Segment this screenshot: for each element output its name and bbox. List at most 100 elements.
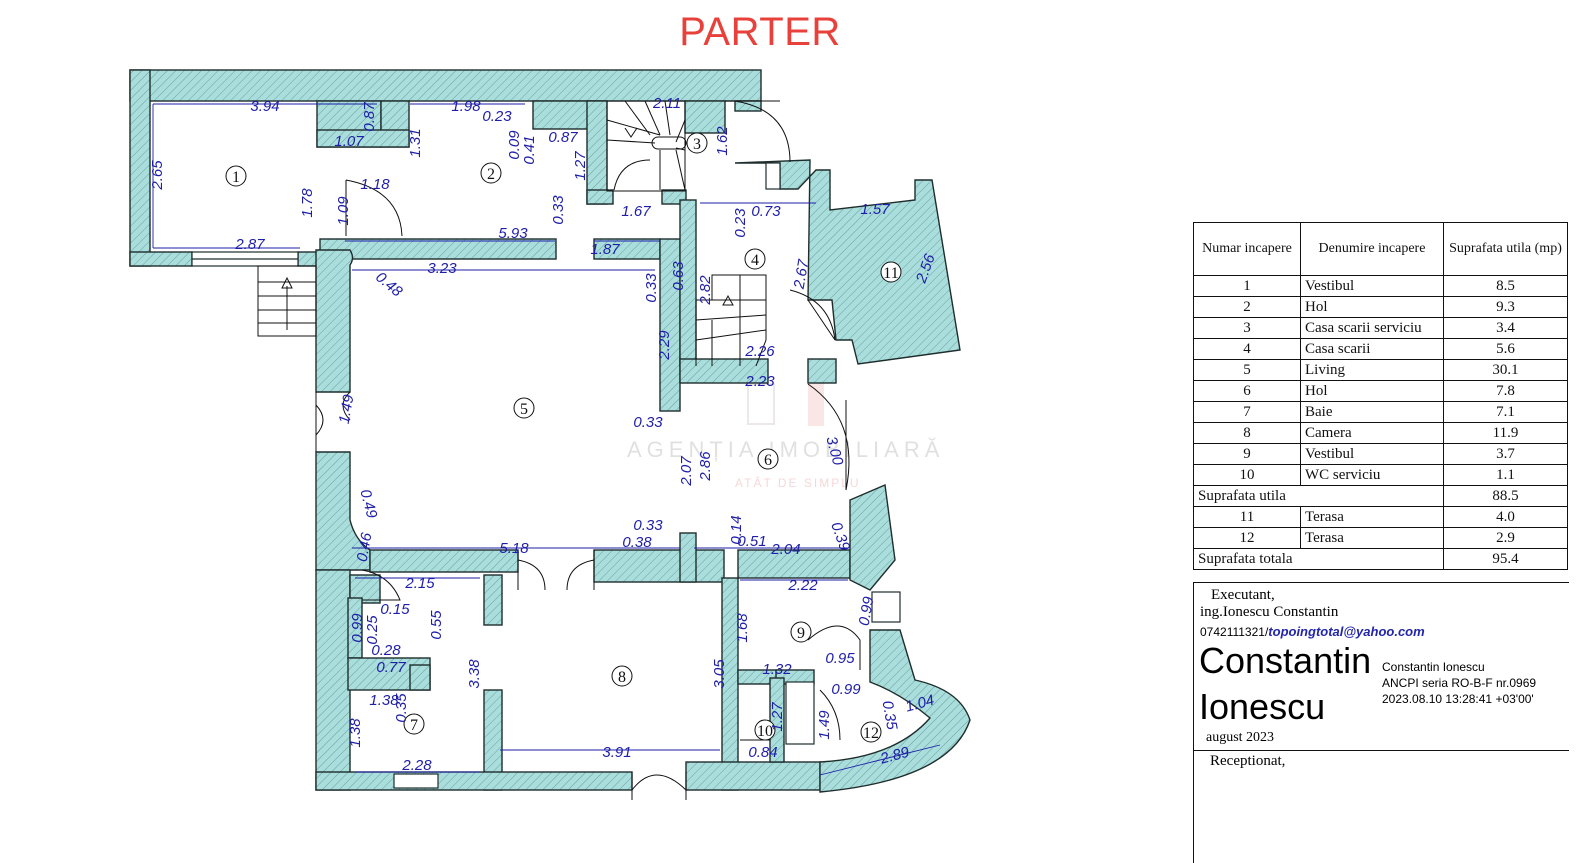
executant-email[interactable]: topoingtotal@yahoo.com: [1268, 624, 1425, 639]
cell-room-number: 12: [1193, 527, 1301, 549]
dimension-label: 2.67: [790, 258, 812, 291]
cell-room-name: Terasa: [1300, 527, 1444, 549]
cell-room-number: 11: [1193, 506, 1301, 528]
room-label-9: 9: [790, 621, 812, 643]
svg-text:3: 3: [693, 136, 701, 153]
dimension-label: 0.87: [361, 102, 378, 132]
room-label-12: 12: [860, 721, 882, 743]
room-label-10: 10: [754, 719, 776, 741]
signature-box: Executant, ing.Ionescu Constantin 074211…: [1193, 582, 1569, 863]
dimension-line: [819, 744, 941, 776]
cell-room-area: 30.1: [1443, 359, 1568, 381]
cell-room-name: Hol: [1300, 380, 1444, 402]
cell-room-number: 3: [1193, 317, 1301, 339]
dimension-label: 0.14: [728, 515, 745, 544]
dimension-label: 2.07: [678, 456, 695, 487]
dimension-label: 1.67: [621, 203, 651, 220]
dimension-label: 1.32: [762, 661, 792, 678]
room-label-2: 2: [480, 162, 502, 184]
cell-room-name: Hol: [1300, 296, 1444, 318]
dimension-label: 0.63: [670, 261, 687, 291]
dimension-label: 1.38: [369, 692, 399, 709]
dimension-label: 2.11: [652, 95, 681, 112]
dimension-label: 1.62: [714, 126, 731, 156]
dimension-label: 1.07: [334, 133, 364, 150]
executant-label: Executant,: [1211, 587, 1275, 603]
dimension-label: 2.86: [697, 451, 714, 482]
cert-series: ANCPI seria RO-B-F nr.0969: [1382, 676, 1537, 690]
cell-room-number: 5: [1193, 359, 1301, 381]
svg-text:11: 11: [883, 265, 898, 282]
cell-room-name: Camera: [1300, 422, 1444, 444]
executant-name: ing.Ionescu Constantin: [1200, 604, 1339, 620]
dimension-label: 2.29: [656, 330, 673, 361]
dimension-label: 0.49: [356, 488, 380, 521]
windows: [191, 162, 901, 789]
dimension-label: 0.09: [506, 130, 523, 160]
dimension-label: 0.33: [633, 517, 663, 534]
cell-room-name: Casa scarii: [1300, 338, 1444, 360]
plan-title: PARTER: [679, 10, 841, 54]
room-label-11: 11: [880, 261, 902, 283]
dimension-label: 2.28: [401, 757, 432, 774]
digital-signature-info: Constantin Ionescu ANCPI seria RO-B-F nr…: [1382, 659, 1536, 707]
svg-text:12: 12: [863, 725, 879, 742]
watermark: AGENȚIA IMOBILIARĂ ATÂT DE SIMPLU: [627, 370, 939, 490]
receptionat-label: Receptionat,: [1210, 753, 1286, 769]
svg-text:1: 1: [232, 169, 240, 186]
cell-room-number: 2: [1193, 296, 1301, 318]
header-name: Denumire incapere: [1300, 222, 1444, 276]
dimension-label: 0.51: [737, 533, 766, 550]
cell-room-number: 10: [1193, 464, 1301, 486]
watermark-slogan: ATÂT DE SIMPLU: [735, 475, 861, 490]
dimension-label: 3.91: [602, 744, 631, 761]
dimension-label: 0.48: [372, 269, 406, 301]
cell-room-area: 5.6: [1443, 338, 1568, 360]
cell-room-number: 4: [1193, 338, 1301, 360]
signature-line-2: Ionescu: [1199, 686, 1326, 727]
dimension-label: 2.26: [744, 343, 775, 360]
room-numbers: 1 2 3 4 5 6 7 8 9 10 11 12: [225, 132, 902, 743]
dimension-label: 2.65: [149, 160, 166, 191]
cert-timestamp: 2023.08.10 13:28:41 +03'00': [1382, 692, 1534, 706]
cell-subtotal-area: 88.5: [1443, 485, 1568, 507]
dimension-label: 5.93: [498, 225, 528, 242]
cell-room-area: 1.1: [1443, 464, 1568, 486]
svg-text:2: 2: [487, 166, 495, 183]
signature-line-1: Constantin: [1199, 640, 1372, 681]
dimension-label: 0.38: [622, 534, 652, 551]
cell-room-area: 3.4: [1443, 317, 1568, 339]
dimension-label: 2.23: [744, 373, 775, 390]
doors: [315, 100, 861, 800]
cell-total-area: 95.4: [1443, 548, 1568, 570]
dimension-label: 0.46: [354, 531, 376, 563]
dimension-label: 0.41: [521, 135, 538, 164]
dimension-label: 0.87: [548, 129, 578, 146]
dimension-label: 1.27: [769, 702, 786, 732]
entrance-stair: [257, 265, 317, 337]
dimension-label: 2.04: [770, 541, 800, 558]
dimension-label: 0.23: [482, 108, 512, 125]
cell-room-area: 11.9: [1443, 422, 1568, 444]
cell-room-area: 4.0: [1443, 506, 1568, 528]
dimension-label: 0.23: [732, 208, 749, 238]
cell-room-number: 6: [1193, 380, 1301, 402]
cell-room-area: 7.8: [1443, 380, 1568, 402]
dimension-label: 0.25: [364, 615, 381, 645]
svg-text:9: 9: [797, 625, 805, 642]
executant-phone: 0742111321/: [1200, 625, 1269, 639]
info-divider: [1194, 750, 1569, 751]
svg-text:5: 5: [520, 401, 528, 418]
dimension-label: 0.99: [856, 595, 878, 627]
